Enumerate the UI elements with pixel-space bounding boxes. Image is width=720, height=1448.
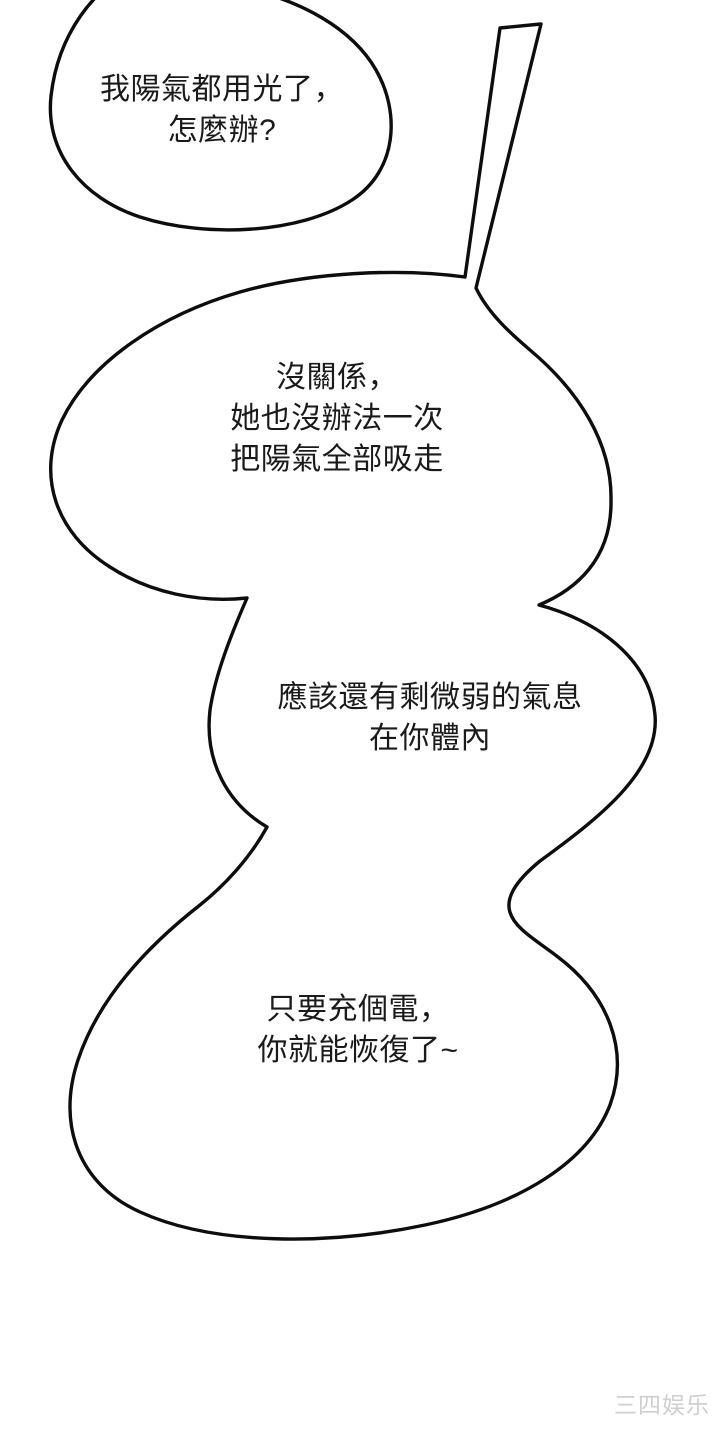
watermark: 三四娱乐 xyxy=(614,1392,710,1418)
bubble-1-text: 我陽氣都用光了， 怎麼辦? xyxy=(100,73,344,147)
bubble-2-text: 沒關係， 她也沒辦法一次 把陽氣全部吸走 xyxy=(230,361,444,476)
bubble-1-group xyxy=(48,0,393,232)
bubble-1-shape xyxy=(48,0,393,232)
bubble-cluster-shape xyxy=(49,22,657,1241)
bubble-cluster-group xyxy=(49,22,657,1241)
bubble-4-text: 只要充個電， 你就能恢復了~ xyxy=(257,993,459,1067)
bubble-3-text: 應該還有剩微弱的氣息 在你體內 xyxy=(277,681,583,755)
